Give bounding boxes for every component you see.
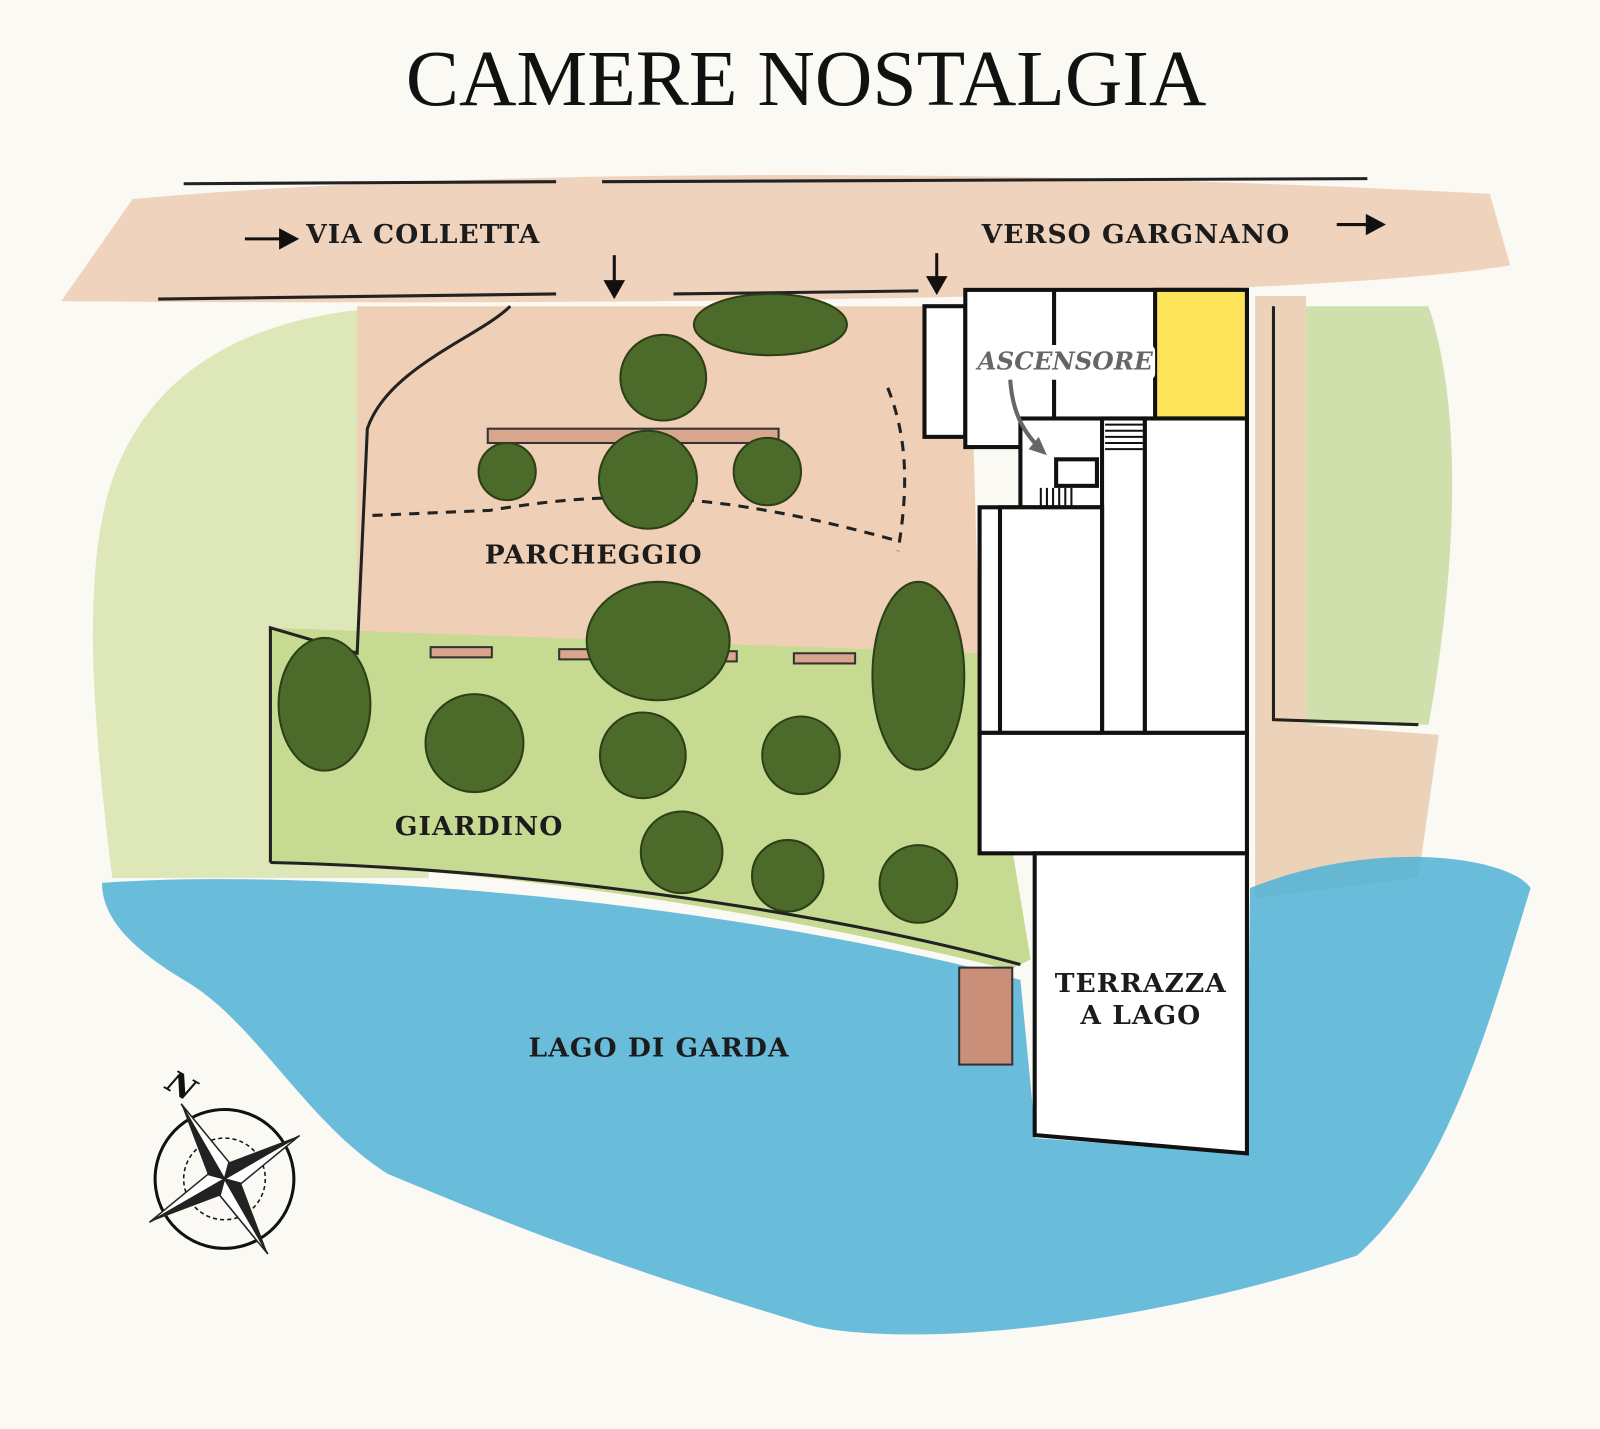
lawn-east xyxy=(1265,306,1453,725)
label-a-lago: A LAGO xyxy=(1079,1000,1201,1031)
elevator-label-bg xyxy=(971,345,1156,380)
hotel-building xyxy=(922,287,1249,1156)
lake-water xyxy=(102,856,1531,1335)
label-ascensore: ASCENSORE xyxy=(976,346,1154,375)
trees xyxy=(277,292,966,924)
map-title: CAMERE NOSTALGIA xyxy=(406,35,1206,123)
east-sand xyxy=(1255,296,1439,899)
boundary-walls xyxy=(158,177,1419,967)
label-via-colletta: VIA COLLETTA xyxy=(305,219,540,250)
entrance-arrows xyxy=(244,213,1386,300)
elevator-arrow xyxy=(1008,379,1041,449)
label-giardino: GIARDINO xyxy=(395,811,564,842)
road-via-colletta xyxy=(61,175,1511,303)
compass-north-label: N xyxy=(159,1063,203,1109)
highlighted-room xyxy=(1153,287,1249,421)
label-verso-gargnano: VERSO GARGNANO xyxy=(981,219,1291,250)
label-parcheggio: PARCHEGGIO xyxy=(485,539,703,570)
pier xyxy=(958,966,1014,1066)
staircase xyxy=(1039,423,1143,508)
label-terrazza: TERRAZZA xyxy=(1055,968,1227,999)
label-lago-di-garda: LAGO DI GARDA xyxy=(529,1032,790,1063)
